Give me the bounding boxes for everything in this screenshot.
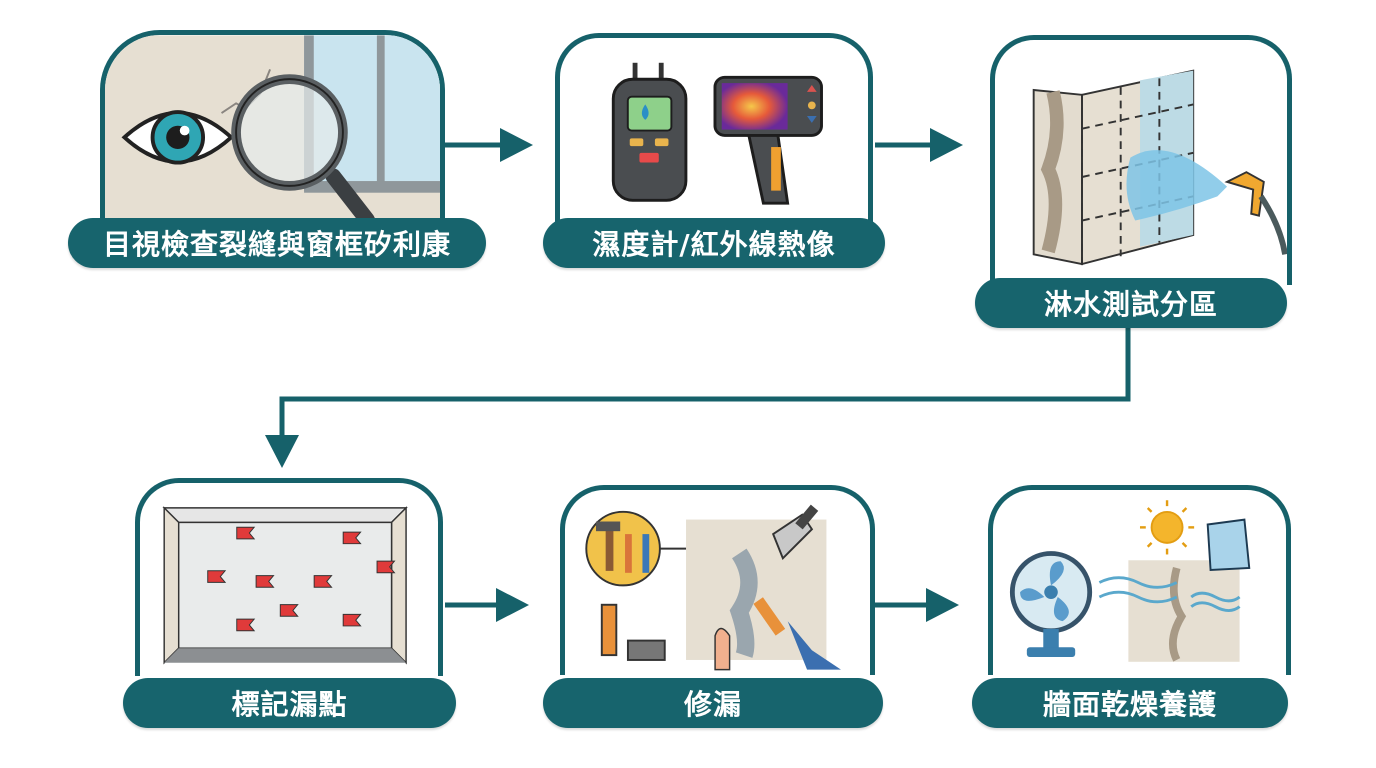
arrow-1-to-2 (440, 128, 533, 162)
step-4-card (135, 478, 443, 676)
step-3-label: 淋水測試分區 (975, 278, 1287, 328)
repair-tools-icon (585, 504, 841, 671)
arrow-5-to-6 (875, 588, 959, 622)
eye-magnifier-icon (105, 35, 440, 230)
step-5-label: 修漏 (543, 678, 883, 728)
flags-on-wall-icon (162, 506, 408, 665)
step-6-label: 牆面乾燥養護 (972, 678, 1288, 728)
step-5-card (560, 485, 875, 675)
fan-sun-drying-icon (1009, 500, 1251, 662)
arrow-2-to-3 (875, 128, 963, 162)
step-1-card (100, 30, 445, 230)
step-2-card (555, 33, 873, 228)
moisture-meter-thermal-camera-icon (611, 62, 823, 205)
step-2-label: 濕度計/紅外線熱像 (543, 218, 885, 268)
step-3-card (990, 35, 1292, 285)
step-4-label: 標記漏點 (123, 678, 456, 728)
arrow-4-to-5 (445, 588, 529, 622)
arrow-3-to-4 (265, 325, 1131, 468)
step-1-label: 目視檢查裂縫與窗框矽利康 (68, 218, 486, 268)
hose-spray-wall-icon (1032, 69, 1287, 266)
step-6-card (988, 485, 1291, 675)
